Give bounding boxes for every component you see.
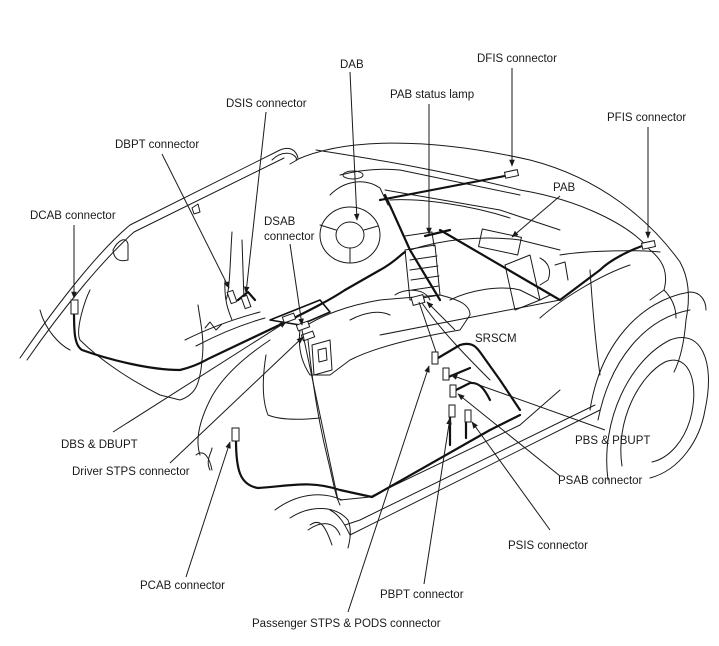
leader-srscm [426,301,456,331]
label-dfis: DFIS connector [477,53,557,65]
leader-psab [457,393,561,477]
label-psab: PSAB connector [558,475,643,487]
label-dcab: DCAB connector [30,210,116,222]
label-driver-stps: Driver STPS connector [72,466,190,478]
pbs-connector [442,367,450,381]
leader-dab [349,71,360,221]
label-dsab-line1: DSAB [264,216,296,228]
car-outline [19,142,709,549]
label-dbpt: DBPT connector [115,139,199,151]
leader-srscm-up [418,301,437,353]
label-psis: PSIS connector [508,540,588,552]
wire-harness [72,173,647,499]
leader-pcab [185,441,231,578]
label-dbs: DBS & DBUPT [61,439,138,451]
label-pcab: PCAB connector [140,580,225,592]
leader-psis [471,421,551,531]
label-pbs: PBS & PBUPT [575,435,650,447]
leader-dsab [289,243,304,326]
pcab-connector [231,427,240,442]
label-pstps: Passenger STPS & PODS connector [252,618,441,630]
leader-dsis [243,111,267,294]
leader-pstps [347,365,430,613]
leader-pab [511,195,561,238]
label-dab: DAB [340,59,364,71]
pstps-connector [431,351,439,365]
label-srscm: SRSCM [475,333,517,345]
psab-connector [449,384,457,398]
label-pab-lamp: PAB status lamp [390,89,474,101]
srscm-unit [410,293,426,307]
label-dsis: DSIS connector [226,98,307,110]
label-pab: PAB [553,182,575,194]
leader-pbs [450,374,606,431]
dsis-connector [240,294,252,310]
label-pfis: PFIS connector [607,112,686,124]
dfis-connector [503,169,520,179]
pbpt-connector [448,404,456,418]
leader-driver-stps [169,336,304,464]
leader-lines [71,68,651,613]
connectors [70,169,657,442]
label-pbpt: PBPT connector [380,589,464,601]
dsab-connector [295,320,311,332]
psis-connector [464,409,472,423]
leader-pbpt [423,417,452,585]
dbs-connector [281,312,297,324]
label-dsab-line2: connector [264,231,315,243]
dcab-connector [70,299,79,315]
dbpt-connector [226,289,238,305]
leader-dsab-down [301,329,339,501]
pfis-connector [640,240,657,250]
leader-dbpt [161,153,230,289]
callout-labels: DAB DFIS connector PAB status lamp DSIS … [30,53,686,630]
leader-dbs [112,321,287,433]
